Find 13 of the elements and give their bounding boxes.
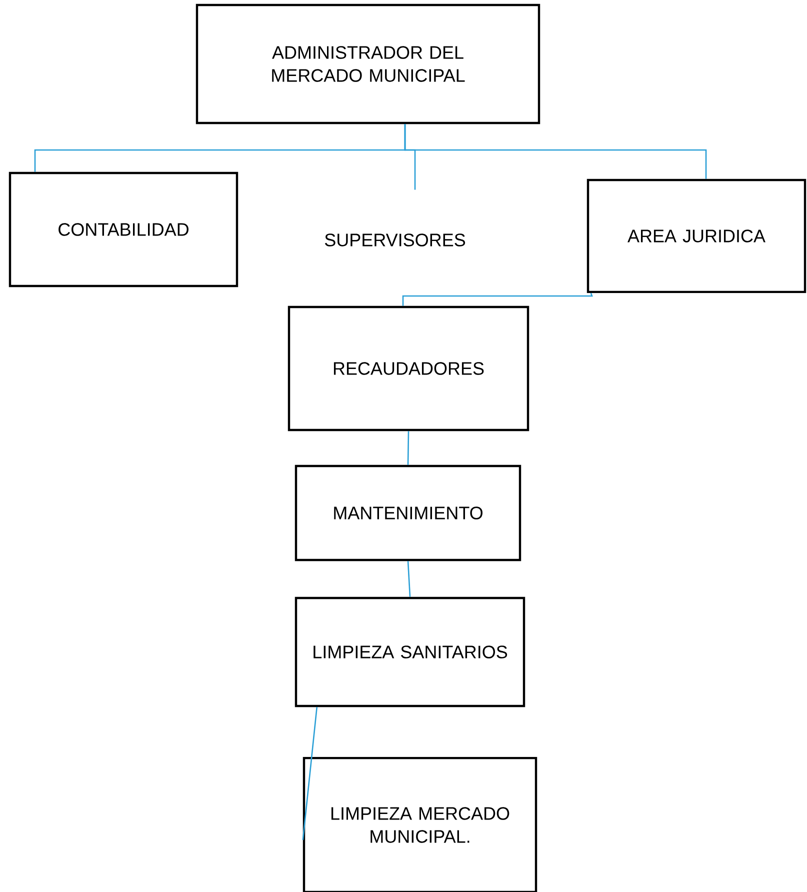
connector-line: [402, 292, 593, 306]
connector-line: [407, 431, 410, 465]
org-box: LIMPIEZA MERCADO MUNICIPAL.: [302, 756, 538, 892]
org-box: RECAUDADORES: [288, 306, 530, 432]
org-label: SUPERVISORES: [324, 234, 466, 246]
connector-line: [302, 707, 318, 840]
connector-line: [404, 124, 707, 179]
org-box: CONTABILIDAD: [8, 172, 238, 288]
org-box: ADMINISTRADOR DEL MERCADO MUNICIPAL: [196, 4, 540, 124]
org-box: MANTENIMIENTO: [294, 464, 522, 562]
org-box: LIMPIEZA SANITARIOS: [294, 596, 526, 708]
org-box: AREA JURIDICA: [586, 178, 806, 294]
connector-line: [407, 561, 411, 597]
